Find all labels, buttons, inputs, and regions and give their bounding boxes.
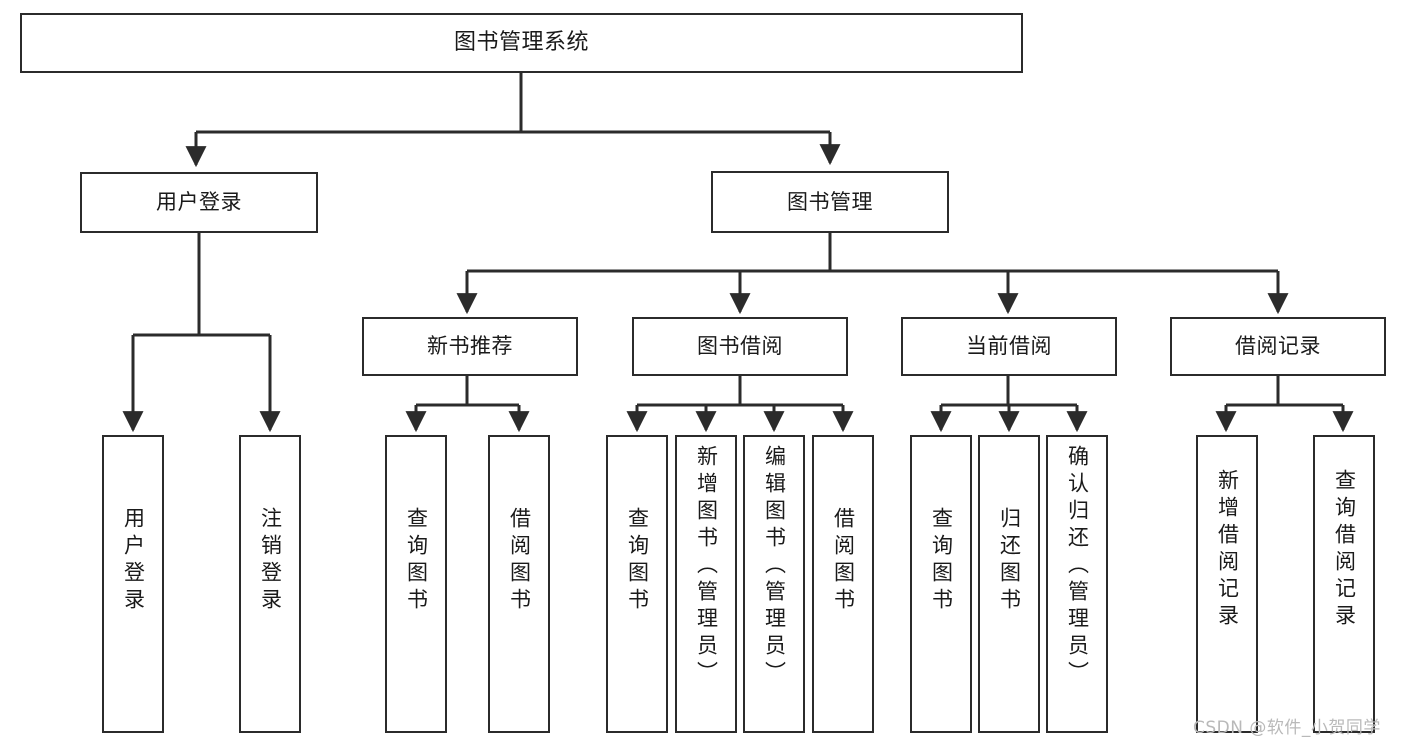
node-leaf-borrow-book-1[interactable]: 借阅图书 bbox=[488, 435, 550, 733]
node-book-borrow[interactable]: 图书借阅 bbox=[632, 317, 848, 376]
node-leaf-edit-book[interactable]: 编辑图书（管理员） bbox=[743, 435, 805, 733]
node-borrow-record-label: 借阅记录 bbox=[1235, 334, 1321, 359]
node-leaf-add-record[interactable]: 新增借阅记录 bbox=[1196, 435, 1258, 733]
node-book-manage-label: 图书管理 bbox=[787, 189, 873, 214]
node-leaf-borrow-book-2[interactable]: 借阅图书 bbox=[812, 435, 874, 733]
node-leaf-borrow-book-1-label: 借阅图书 bbox=[507, 507, 532, 615]
node-leaf-query-book-3[interactable]: 查询图书 bbox=[910, 435, 972, 733]
node-leaf-borrow-book-2-label: 借阅图书 bbox=[831, 507, 856, 615]
node-user-login[interactable]: 用户登录 bbox=[80, 172, 318, 233]
node-leaf-user-login[interactable]: 用户登录 bbox=[102, 435, 164, 733]
node-leaf-query-record[interactable]: 查询借阅记录 bbox=[1313, 435, 1375, 733]
node-leaf-add-book[interactable]: 新增图书（管理员） bbox=[675, 435, 737, 733]
node-current-borrow[interactable]: 当前借阅 bbox=[901, 317, 1117, 376]
node-leaf-edit-book-label: 编辑图书（管理员） bbox=[762, 445, 787, 688]
node-leaf-logout[interactable]: 注销登录 bbox=[239, 435, 301, 733]
node-leaf-query-book-2[interactable]: 查询图书 bbox=[606, 435, 668, 733]
node-book-borrow-label: 图书借阅 bbox=[697, 334, 783, 359]
node-leaf-query-book-1-label: 查询图书 bbox=[404, 507, 429, 615]
node-book-manage[interactable]: 图书管理 bbox=[711, 171, 949, 233]
node-leaf-query-book-2-label: 查询图书 bbox=[625, 507, 650, 615]
node-leaf-add-record-label: 新增借阅记录 bbox=[1215, 469, 1240, 631]
node-leaf-add-book-label: 新增图书（管理员） bbox=[694, 445, 719, 688]
node-leaf-return-book[interactable]: 归还图书 bbox=[978, 435, 1040, 733]
node-borrow-record[interactable]: 借阅记录 bbox=[1170, 317, 1386, 376]
node-leaf-logout-label: 注销登录 bbox=[258, 507, 283, 615]
node-root[interactable]: 图书管理系统 bbox=[20, 13, 1023, 73]
node-leaf-query-book-1[interactable]: 查询图书 bbox=[385, 435, 447, 733]
node-root-label: 图书管理系统 bbox=[453, 30, 589, 56]
node-leaf-query-record-label: 查询借阅记录 bbox=[1332, 469, 1357, 631]
node-leaf-return-book-label: 归还图书 bbox=[997, 507, 1022, 615]
node-leaf-confirm-return-label: 确认归还（管理员） bbox=[1065, 445, 1090, 688]
node-leaf-user-login-label: 用户登录 bbox=[121, 507, 146, 615]
node-new-book-rec-label: 新书推荐 bbox=[427, 334, 513, 359]
node-leaf-query-book-3-label: 查询图书 bbox=[929, 507, 954, 615]
node-user-login-label: 用户登录 bbox=[156, 190, 242, 215]
node-leaf-confirm-return[interactable]: 确认归还（管理员） bbox=[1046, 435, 1108, 733]
node-current-borrow-label: 当前借阅 bbox=[966, 334, 1052, 359]
node-new-book-rec[interactable]: 新书推荐 bbox=[362, 317, 578, 376]
